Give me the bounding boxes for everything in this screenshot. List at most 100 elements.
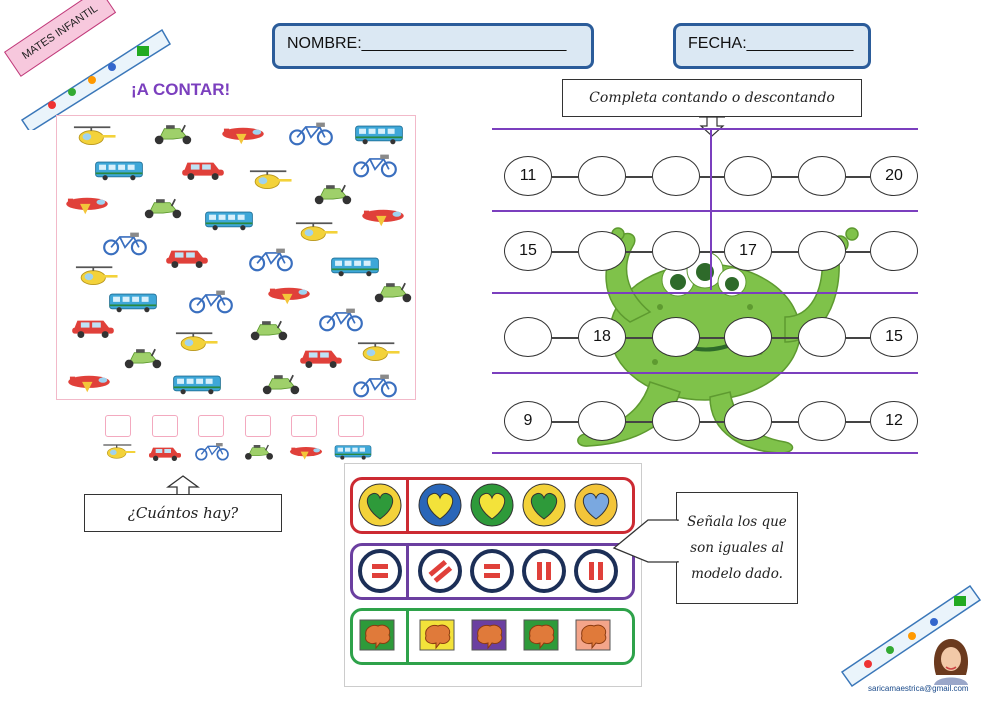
- vehicles-grid: [56, 115, 416, 400]
- bus-icon: [93, 156, 145, 186]
- car-icon: [295, 342, 347, 372]
- model-separator: [406, 608, 409, 665]
- circle-connector: [626, 251, 652, 253]
- option-hearts-icon[interactable]: [574, 483, 618, 531]
- empty-number-circle[interactable]: [798, 401, 846, 441]
- answer-box[interactable]: [244, 415, 271, 437]
- empty-number-circle[interactable]: [798, 231, 846, 271]
- legend-bicycle-icon: [192, 441, 232, 465]
- circle-connector: [626, 421, 652, 423]
- teacher-avatar-icon: [933, 639, 969, 685]
- scooter-icon: [243, 316, 295, 346]
- scooter-icon: [137, 194, 189, 224]
- option-symbols-icon[interactable]: [522, 549, 566, 597]
- empty-number-circle[interactable]: [578, 156, 626, 196]
- circle-connector: [846, 337, 870, 339]
- circle-connector: [772, 337, 798, 339]
- center-divider: [710, 130, 712, 290]
- option-symbols-icon[interactable]: [574, 549, 618, 597]
- circle-connector: [700, 251, 724, 253]
- model-separator: [406, 477, 409, 534]
- option-brains-icon[interactable]: [418, 618, 458, 658]
- circle-connector: [772, 176, 798, 178]
- option-hearts-icon[interactable]: [470, 483, 514, 531]
- date-field[interactable]: FECHA:____________: [673, 23, 871, 69]
- car-icon: [177, 154, 229, 184]
- option-brains-icon[interactable]: [522, 618, 562, 658]
- helicopter-icon: [169, 328, 221, 358]
- helicopter-icon: [289, 218, 341, 248]
- empty-number-circle[interactable]: [724, 156, 772, 196]
- bicycle-icon: [349, 372, 401, 402]
- scooter-icon: [307, 180, 359, 210]
- circle-connector: [772, 251, 798, 253]
- option-brains-icon[interactable]: [470, 618, 510, 658]
- empty-number-circle[interactable]: [870, 231, 918, 271]
- empty-number-circle[interactable]: [652, 317, 700, 357]
- bus-icon: [353, 120, 405, 150]
- option-symbols-icon[interactable]: [418, 549, 462, 597]
- model-brains-icon: [358, 618, 398, 658]
- circle-connector: [846, 251, 870, 253]
- answer-box[interactable]: [291, 415, 317, 437]
- answer-box[interactable]: [337, 415, 364, 437]
- circle-connector: [846, 176, 870, 178]
- empty-number-circle[interactable]: [652, 156, 700, 196]
- row-divider-line: [492, 128, 918, 130]
- empty-number-circle[interactable]: [724, 317, 772, 357]
- decorative-ribbon-bottom: [840, 584, 982, 688]
- bus-icon: [171, 370, 223, 400]
- option-symbols-icon[interactable]: [470, 549, 514, 597]
- legend-helicopter-icon: [98, 441, 138, 465]
- empty-number-circle[interactable]: [652, 401, 700, 441]
- helicopter-icon: [69, 262, 121, 292]
- bus-icon: [203, 206, 255, 236]
- bicycle-icon: [315, 306, 367, 336]
- circle-connector: [552, 251, 578, 253]
- empty-number-circle[interactable]: [504, 317, 552, 357]
- helicopter-icon: [243, 166, 295, 196]
- circle-connector: [552, 176, 578, 178]
- car-icon: [161, 242, 213, 272]
- empty-number-circle[interactable]: [578, 401, 626, 441]
- row-divider-line: [492, 452, 918, 454]
- legend-car-icon: [145, 441, 185, 465]
- empty-number-circle[interactable]: [578, 231, 626, 271]
- option-hearts-icon[interactable]: [522, 483, 566, 531]
- question-text: ¿Cuántos hay?: [127, 504, 239, 522]
- decorative-ribbon-top: [20, 28, 172, 130]
- empty-number-circle[interactable]: [652, 231, 700, 271]
- number-circle: 12: [870, 401, 918, 441]
- empty-number-circle[interactable]: [798, 156, 846, 196]
- circle-connector: [552, 421, 578, 423]
- circle-connector: [626, 176, 652, 178]
- name-field[interactable]: NOMBRE:_______________________: [272, 23, 594, 69]
- number-circle: 9: [504, 401, 552, 441]
- bicycle-icon: [185, 288, 237, 318]
- number-circle: 20: [870, 156, 918, 196]
- row-divider-line: [492, 292, 918, 294]
- number-instruction-callout: Completa contando o descontando: [562, 79, 862, 117]
- model-symbols-icon: [358, 549, 402, 597]
- number-circle: 18: [578, 317, 626, 357]
- number-circle: 17: [724, 231, 772, 271]
- helicopter-icon: [351, 338, 403, 368]
- legend-scooter-icon: [239, 441, 279, 465]
- answer-box[interactable]: [198, 415, 224, 437]
- airplane-icon: [61, 190, 113, 220]
- empty-number-circle[interactable]: [798, 317, 846, 357]
- model-hearts-icon: [358, 483, 402, 531]
- scooter-icon: [117, 344, 169, 374]
- match-callout-arrow-icon: [612, 519, 680, 563]
- bicycle-icon: [245, 246, 297, 276]
- circle-connector: [626, 337, 652, 339]
- empty-number-circle[interactable]: [724, 401, 772, 441]
- answer-box[interactable]: [105, 415, 131, 437]
- option-hearts-icon[interactable]: [418, 483, 462, 531]
- footer-email[interactable]: saricamaestrica@gmail.com: [868, 684, 969, 693]
- date-label: FECHA:____________: [688, 35, 854, 52]
- scooter-icon: [255, 370, 307, 400]
- option-brains-icon[interactable]: [574, 618, 614, 658]
- answer-box[interactable]: [151, 415, 178, 437]
- circle-connector: [772, 421, 798, 423]
